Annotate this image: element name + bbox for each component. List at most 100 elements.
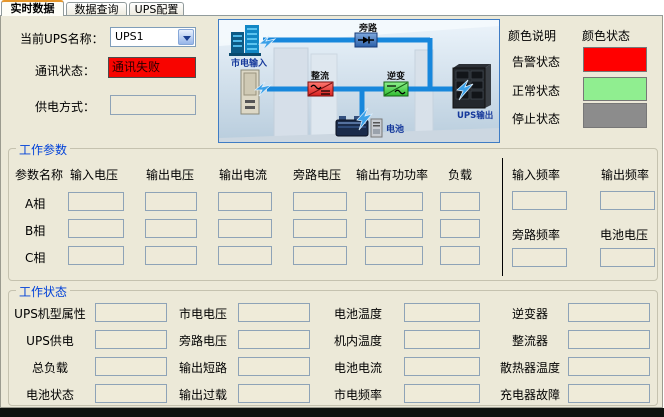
legend-alarm-label: 告警状态	[512, 55, 561, 69]
ups-model-label: UPS机型属性	[14, 307, 86, 321]
bypass-label: 旁路	[358, 22, 378, 34]
param-box-c-output-voltage	[145, 246, 197, 265]
output-short-label: 输出短路	[178, 361, 227, 375]
battery-temp-box	[404, 303, 480, 322]
ups-name-select[interactable]: UPS1	[110, 27, 196, 47]
output-overload-box	[238, 384, 310, 403]
ups-model-box	[95, 303, 167, 322]
mains-frequency-box	[404, 384, 480, 403]
bypass-voltage-status-label: 旁路电压	[178, 334, 227, 348]
input-cabinet-icon	[240, 69, 273, 115]
mains-input-label: 市电输入	[231, 57, 267, 69]
ups-supply-label: UPS供电	[26, 334, 74, 348]
tab-data-query[interactable]: 数据查询	[66, 2, 127, 16]
param-row-header: 参数名称	[15, 168, 64, 182]
tab-realtime-data[interactable]: 实时数据	[1, 0, 64, 16]
param-box-b-output-current	[218, 219, 272, 238]
col-header-input-voltage: 输入电压	[70, 168, 119, 182]
input-frequency-box	[512, 191, 567, 210]
param-box-b-bypass-voltage	[293, 219, 347, 238]
power-mode-value	[110, 95, 196, 115]
inverter-status-label: 逆变器	[511, 307, 548, 321]
param-box-a-output-current	[218, 192, 272, 211]
heatsink-temp-box	[568, 357, 650, 376]
param-box-c-load	[440, 246, 480, 265]
bypass-frequency-label: 旁路频率	[512, 228, 561, 242]
work-params-groupbox	[8, 148, 658, 281]
battery-status-box	[95, 384, 167, 403]
battery-current-box	[404, 357, 480, 376]
inverter-label: 逆变	[387, 70, 405, 82]
comm-status-label: 通讯状态：	[35, 64, 96, 78]
param-box-c-active-power	[365, 246, 423, 265]
mains-voltage-label: 市电电压	[178, 307, 227, 321]
ups-name-value: UPS1	[115, 30, 144, 43]
param-box-c-bypass-voltage	[293, 246, 347, 265]
total-load-label: 总负载	[31, 361, 68, 375]
rectifier-status-label: 整流器	[511, 334, 548, 348]
charger-fault-box	[568, 384, 650, 403]
battery-voltage-box	[600, 248, 655, 267]
power-mode-label: 供电方式：	[35, 100, 96, 114]
param-box-b-output-voltage	[145, 219, 197, 238]
legend-normal-label: 正常状态	[512, 84, 561, 98]
tab-ups-config[interactable]: UPS配置	[129, 2, 184, 16]
total-load-box	[95, 357, 167, 376]
ups-output-icon	[452, 64, 491, 109]
mains-voltage-box	[238, 303, 310, 322]
output-short-box	[238, 357, 310, 376]
alarm-color-swatch	[583, 47, 647, 72]
param-box-a-input-voltage	[68, 192, 124, 211]
work-status-groupbox	[8, 290, 658, 406]
col-header-output-current: 输出电流	[219, 168, 268, 182]
legend-status-header: 颜色状态	[582, 29, 631, 43]
param-box-b-load	[440, 219, 480, 238]
mains-input-icon	[229, 25, 277, 56]
param-box-a-active-power	[365, 192, 423, 211]
col-header-active-power: 输出有功功率	[356, 168, 429, 182]
param-box-b-input-voltage	[68, 219, 124, 238]
legend-desc-header: 颜色说明	[508, 29, 557, 43]
col-header-load: 负载	[448, 168, 473, 182]
charger-fault-label: 充电器故障	[499, 388, 560, 402]
row-label-phase-b: B相	[25, 224, 46, 238]
normal-color-swatch	[583, 77, 647, 101]
window-bottom-edge	[0, 408, 664, 417]
stopped-color-swatch	[583, 103, 647, 128]
power-lines	[263, 37, 457, 118]
battery-current-label: 电池电流	[333, 361, 382, 375]
param-box-a-load	[440, 192, 480, 211]
internal-temp-box	[404, 330, 480, 349]
output-frequency-box	[600, 191, 655, 210]
output-overload-label: 输出过载	[178, 388, 227, 402]
rectifier-icon	[307, 81, 334, 97]
chevron-down-icon[interactable]	[178, 29, 194, 45]
ups-flow-svg: 市电输入 旁路 整流	[219, 20, 499, 143]
rectifier-status-box	[568, 330, 650, 349]
bypass-voltage-status-box	[238, 330, 310, 349]
param-box-c-input-voltage	[68, 246, 124, 265]
work-params-title: 工作参数	[16, 141, 71, 158]
battery-label: 电池	[386, 123, 404, 135]
legend-stopped-label: 停止状态	[512, 112, 561, 126]
internal-temp-label: 机内温度	[333, 334, 382, 348]
output-frequency-label: 输出频率	[601, 168, 650, 182]
ups-flow-diagram: 市电输入 旁路 整流	[218, 19, 500, 143]
ups-output-label: UPS输出	[457, 110, 493, 121]
col-header-bypass-voltage: 旁路电压	[293, 168, 342, 182]
inverter-status-box	[568, 303, 650, 322]
work-status-title: 工作状态	[16, 283, 71, 300]
mains-frequency-label: 市电频率	[333, 388, 382, 402]
param-box-a-output-voltage	[145, 192, 197, 211]
inverter-icon	[383, 81, 409, 97]
ups-supply-box	[95, 330, 167, 349]
params-divider	[502, 158, 503, 276]
bypass-diode-icon	[354, 32, 378, 48]
battery-voltage-label: 电池电压	[600, 228, 649, 242]
param-box-c-output-current	[218, 246, 272, 265]
input-frequency-label: 输入频率	[512, 168, 561, 182]
rectifier-label: 整流	[310, 70, 329, 82]
comm-status-value: 通讯失败	[108, 57, 196, 78]
bypass-frequency-box	[512, 248, 567, 267]
